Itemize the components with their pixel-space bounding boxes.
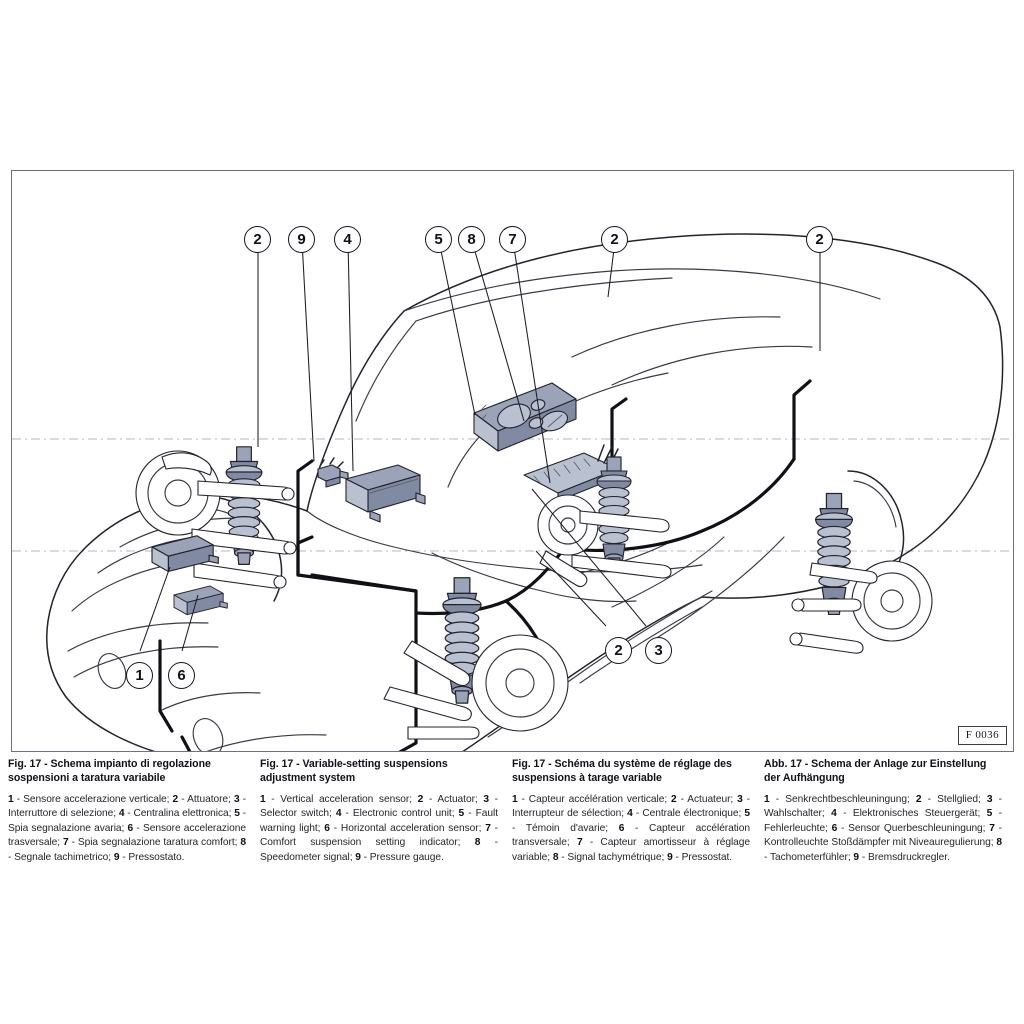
caption-column-de: Abb. 17 - Schema der Anlage zur Einstell… [764, 758, 1016, 888]
callout-4-c-top-4: 4 [334, 226, 361, 253]
figure-code-box: F 0036 [957, 725, 1007, 745]
center-hub [471, 634, 569, 732]
figure-frame: .bl{fill:none;stroke:#3a3a46;stroke-widt… [11, 170, 1014, 752]
caption-block: Fig. 17 - Schema impianto di regolazione… [8, 758, 1016, 888]
front-left-wishbone [191, 480, 294, 589]
horizontal-acceleration-sensor [173, 585, 228, 616]
caption-title-de: Abb. 17 - Schema der Anlage zur Einstell… [764, 758, 987, 784]
caption-column-fr: Fig. 17 - Schéma du système de réglage d… [512, 758, 764, 888]
rear-right-arms [797, 562, 878, 654]
pressure-gauge-switch [317, 457, 349, 488]
suspension-diagram: .bl{fill:none;stroke:#3a3a46;stroke-widt… [12, 233, 1013, 751]
callout-2-c-top-2c: 2 [806, 226, 833, 253]
caption-title-en: Fig. 17 - Variable-setting suspensions a… [260, 758, 448, 784]
instrument-cluster [473, 382, 577, 452]
caption-legend-fr: 1 - Capteur accélération verticale; 2 - … [512, 793, 750, 863]
callout-9-c-top-9: 9 [288, 226, 315, 253]
callout-2-c-top-2b: 2 [601, 226, 628, 253]
rear-left-hub [537, 494, 599, 556]
caption-title-it: Fig. 17 - Schema impianto di regolazione… [8, 758, 211, 784]
callout-7-c-top-7: 7 [499, 226, 526, 253]
caption-column-it: Fig. 17 - Schema impianto di regolazione… [8, 758, 260, 888]
center-wishbones [383, 640, 480, 740]
electronic-control-unit [345, 464, 426, 523]
rear-left-arms [539, 510, 672, 588]
caption-legend-it: 1 - Sensore accelerazione verticale; 2 -… [8, 793, 247, 863]
caption-legend-en: 1 - Vertical acceleration sensor; 2 - Ac… [260, 793, 499, 863]
caption-title-fr: Fig. 17 - Schéma du système de réglage d… [512, 758, 732, 784]
rear-right-shock-absorber [815, 492, 853, 616]
callout-2-c-top-2a: 2 [244, 226, 271, 253]
caption-column-en: Fig. 17 - Variable-setting suspensions a… [260, 758, 512, 888]
callout-2-c-bot-2d: 2 [605, 637, 632, 664]
callout-8-c-top-8: 8 [458, 226, 485, 253]
callout-5-c-top-5: 5 [425, 226, 452, 253]
front-left-hub [135, 450, 221, 536]
callout-3-c-bot-3: 3 [645, 637, 672, 664]
callout-6-c-bot-6: 6 [168, 662, 195, 689]
caption-legend-de: 1 - Senkrechtbeschleuningung; 2 - Stellg… [764, 793, 1003, 863]
leader-lines [139, 240, 821, 652]
callout-1-c-bot-1: 1 [126, 662, 153, 689]
